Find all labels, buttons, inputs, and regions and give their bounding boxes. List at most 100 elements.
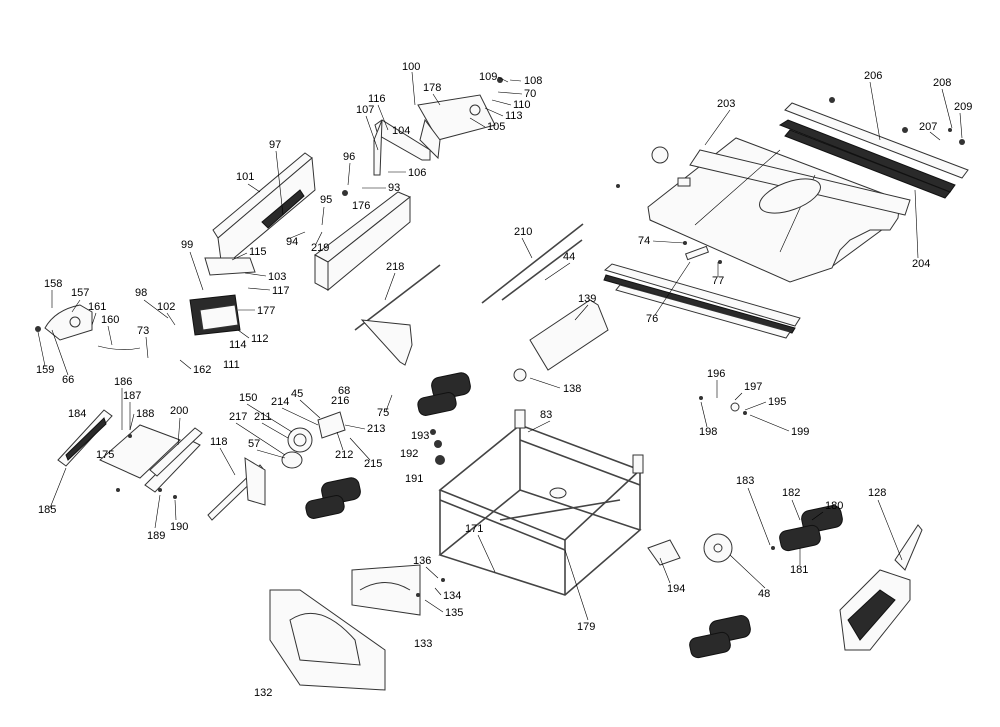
- label-193: 193: [411, 430, 429, 442]
- label-187: 187: [123, 390, 141, 402]
- label-195: 195: [768, 396, 786, 408]
- label-68: 68: [338, 385, 350, 397]
- label-183: 183: [736, 475, 754, 487]
- label-66: 66: [62, 374, 74, 386]
- label-113: 113: [505, 110, 523, 122]
- label-73: 73: [137, 325, 149, 337]
- blade-guard-left: [44, 304, 141, 350]
- switch-assembly: [189, 257, 256, 336]
- rail-200: [144, 427, 203, 493]
- label-150: 150: [239, 392, 257, 404]
- label-197: 197: [744, 381, 762, 393]
- label-95: 95: [320, 194, 332, 206]
- label-134: 134: [443, 590, 461, 602]
- label-96: 96: [343, 151, 355, 163]
- label-192: 192: [400, 448, 418, 460]
- label-194: 194: [667, 583, 685, 595]
- plate-194: [647, 539, 681, 566]
- label-217: 217: [229, 411, 247, 423]
- label-219: 219: [311, 242, 329, 254]
- rods: [354, 223, 584, 366]
- table-top: [647, 137, 911, 283]
- label-135: 135: [445, 607, 463, 619]
- blade-guard-128: [839, 524, 923, 651]
- label-160: 160: [101, 314, 119, 326]
- label-99: 99: [181, 239, 193, 251]
- label-186: 186: [114, 376, 132, 388]
- label-93: 93: [388, 182, 400, 194]
- label-199: 199: [791, 426, 809, 438]
- label-206: 206: [864, 70, 882, 82]
- label-44: 44: [563, 251, 575, 263]
- label-157: 157: [71, 287, 89, 299]
- label-110: 110: [513, 99, 531, 111]
- label-107: 107: [356, 104, 374, 116]
- label-208: 208: [933, 77, 951, 89]
- label-100: 100: [402, 61, 420, 73]
- label-105: 105: [487, 121, 505, 133]
- label-77: 77: [712, 275, 724, 287]
- label-118: 118: [210, 436, 228, 448]
- label-204: 204: [912, 258, 930, 270]
- label-184: 184: [68, 408, 86, 420]
- label-196: 196: [707, 368, 725, 380]
- leader-lines: [37, 71, 963, 621]
- label-112: 112: [251, 333, 269, 345]
- label-103: 103: [268, 271, 286, 283]
- label-203: 203: [717, 98, 735, 110]
- label-159: 159: [36, 364, 54, 376]
- front-rail: [603, 263, 801, 339]
- miter-gauge-184: [57, 409, 113, 467]
- label-161: 161: [88, 301, 106, 313]
- arm-bracket-106: [373, 119, 431, 176]
- label-139: 139: [578, 293, 596, 305]
- label-175: 175: [96, 449, 114, 461]
- label-198: 198: [699, 426, 717, 438]
- label-200: 200: [170, 405, 188, 417]
- label-182: 182: [782, 487, 800, 499]
- label-128: 128: [868, 487, 886, 499]
- label-210: 210: [514, 226, 532, 238]
- label-48: 48: [758, 588, 770, 600]
- leg-stand: [438, 409, 644, 596]
- fence-rail-left: [212, 152, 316, 269]
- label-209: 209: [954, 101, 972, 113]
- label-188: 188: [136, 408, 154, 420]
- panel-132: [269, 589, 386, 691]
- label-138: 138: [563, 383, 581, 395]
- label-115: 115: [249, 246, 267, 258]
- label-191: 191: [405, 473, 423, 485]
- label-211: 211: [254, 411, 272, 423]
- label-162: 162: [193, 364, 211, 376]
- label-111: 111: [223, 359, 240, 371]
- trunnion-bracket: [417, 94, 496, 160]
- label-76: 76: [646, 313, 658, 325]
- label-207: 207: [919, 121, 937, 133]
- label-216: 216: [331, 395, 349, 407]
- label-179: 179: [577, 621, 595, 633]
- label-190: 190: [170, 521, 188, 533]
- label-178: 178: [423, 82, 441, 94]
- label-133: 133: [414, 638, 432, 650]
- label-189: 189: [147, 530, 165, 542]
- label-101: 101: [236, 171, 254, 183]
- label-74: 74: [638, 235, 650, 247]
- label-136: 136: [413, 555, 431, 567]
- label-97: 97: [269, 139, 281, 151]
- label-57: 57: [248, 438, 260, 450]
- fence-body: [314, 191, 411, 292]
- label-158: 158: [44, 278, 62, 290]
- label-45: 45: [291, 388, 303, 400]
- label-83: 83: [540, 409, 552, 421]
- label-114: 114: [229, 339, 247, 351]
- label-177: 177: [257, 305, 275, 317]
- label-106: 106: [408, 167, 426, 179]
- label-218: 218: [386, 261, 404, 273]
- label-212: 212: [335, 449, 353, 461]
- sliding-plate-175: [99, 424, 181, 479]
- motor-parts: [281, 411, 346, 469]
- label-171: 171: [465, 523, 483, 535]
- bracket-139: [513, 299, 609, 382]
- label-70: 70: [524, 88, 536, 100]
